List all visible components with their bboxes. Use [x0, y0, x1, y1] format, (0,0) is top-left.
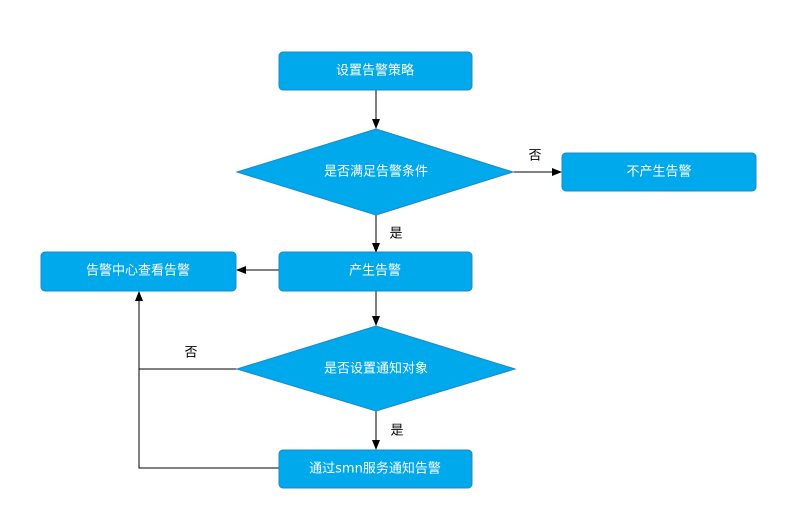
edge-label-notify-yes: 是	[390, 424, 403, 439]
node-no-alarm: 不产生告警	[561, 152, 757, 192]
node-notify-smn: 通过smn服务通知告警	[278, 449, 473, 489]
decision-notify-target-label: 是否设置通知对象	[324, 361, 428, 377]
decision-condition-met: 是否满足告警条件	[235, 128, 515, 216]
node-notify-smn-label: 通过smn服务通知告警	[309, 461, 441, 477]
edge-label-condition-no: 否	[528, 149, 541, 164]
node-alarm-center-label: 告警中心查看告警	[86, 263, 190, 279]
node-generate-alarm: 产生告警	[278, 251, 473, 292]
decision-condition-met-label: 是否满足告警条件	[324, 164, 428, 180]
node-alarm-center: 告警中心查看告警	[40, 251, 237, 292]
node-generate-alarm-label: 产生告警	[349, 263, 401, 279]
edges	[135, 90, 562, 469]
node-set-policy: 设置告警策略	[278, 51, 473, 91]
edge-smn-to-alarm-center	[138, 369, 279, 469]
edge-label-condition-yes: 是	[389, 227, 402, 242]
node-no-alarm-label: 不产生告警	[626, 164, 691, 180]
edge-label-notify-no: 否	[184, 346, 197, 361]
node-set-policy-label: 设置告警策略	[336, 63, 414, 79]
decision-notify-target: 是否设置通知对象	[235, 325, 517, 412]
